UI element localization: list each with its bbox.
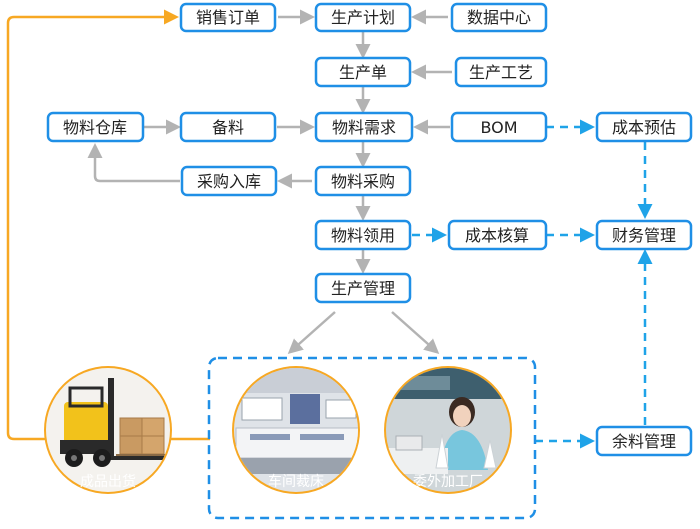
node-finance-management-label: 财务管理	[612, 226, 676, 245]
node-material-purchase-label: 物料采购	[331, 172, 395, 191]
node-production-management[interactable]: 生产管理	[314, 272, 412, 304]
node-finance-management[interactable]: 财务管理	[595, 219, 693, 251]
arrow-inbound-to-warehouse	[87, 143, 180, 183]
node-bom-label: BOM	[480, 118, 517, 137]
node-production-plan[interactable]: 生产计划	[314, 2, 412, 33]
node-bom[interactable]: BOM	[450, 111, 548, 143]
node-cost-accounting-label: 成本核算	[465, 226, 529, 245]
arrow-prodmgmt-to-outsourced	[391, 311, 440, 354]
node-surplus-management[interactable]: 余料管理	[595, 425, 693, 457]
node-production-order-label: 生产单	[339, 63, 387, 82]
node-cost-estimate-label: 成本预估	[612, 118, 676, 137]
node-cost-accounting[interactable]: 成本核算	[447, 219, 548, 251]
node-material-warehouse-label: 物料仓库	[63, 118, 127, 137]
node-production-process[interactable]: 生产工艺	[454, 56, 548, 88]
photo-finished-goods-caption: 成品出货	[80, 473, 136, 490]
photo-outsourced-factory: 委外加工厂	[384, 366, 512, 494]
node-material-prep[interactable]: 备料	[179, 111, 277, 143]
node-material-requisition[interactable]: 物料领用	[314, 219, 412, 251]
node-material-prep-label: 备料	[212, 118, 244, 137]
photo-workshop-cutting-caption: 车间裁床	[268, 473, 324, 490]
node-material-purchase[interactable]: 物料采购	[314, 165, 412, 197]
node-production-process-label: 生产工艺	[469, 63, 533, 82]
node-material-demand[interactable]: 物料需求	[314, 111, 414, 143]
node-data-center-label: 数据中心	[467, 8, 531, 27]
node-purchase-inbound-label: 采购入库	[197, 172, 261, 191]
node-sales-order[interactable]: 销售订单	[179, 2, 277, 33]
production-group-frame	[207, 356, 537, 520]
node-surplus-management-label: 余料管理	[612, 432, 676, 451]
node-material-demand-label: 物料需求	[332, 118, 396, 137]
arrow-finished-goods-to-sales	[6, 9, 179, 441]
photo-outsourced-factory-caption: 委外加工厂	[413, 474, 483, 490]
node-data-center[interactable]: 数据中心	[450, 2, 548, 33]
arrow-prodmgmt-to-cutting	[287, 311, 336, 354]
node-sales-order-label: 销售订单	[196, 8, 260, 27]
node-production-order[interactable]: 生产单	[314, 56, 412, 88]
node-material-warehouse[interactable]: 物料仓库	[46, 111, 145, 143]
node-material-requisition-label: 物料领用	[331, 226, 395, 245]
node-production-plan-label: 生产计划	[331, 8, 395, 27]
node-production-management-label: 生产管理	[331, 279, 395, 298]
photo-workshop-cutting: 车间裁床	[232, 366, 360, 494]
node-cost-estimate[interactable]: 成本预估	[595, 111, 693, 143]
photo-finished-goods: 成品出货	[44, 366, 172, 494]
node-purchase-inbound[interactable]: 采购入库	[180, 165, 278, 197]
